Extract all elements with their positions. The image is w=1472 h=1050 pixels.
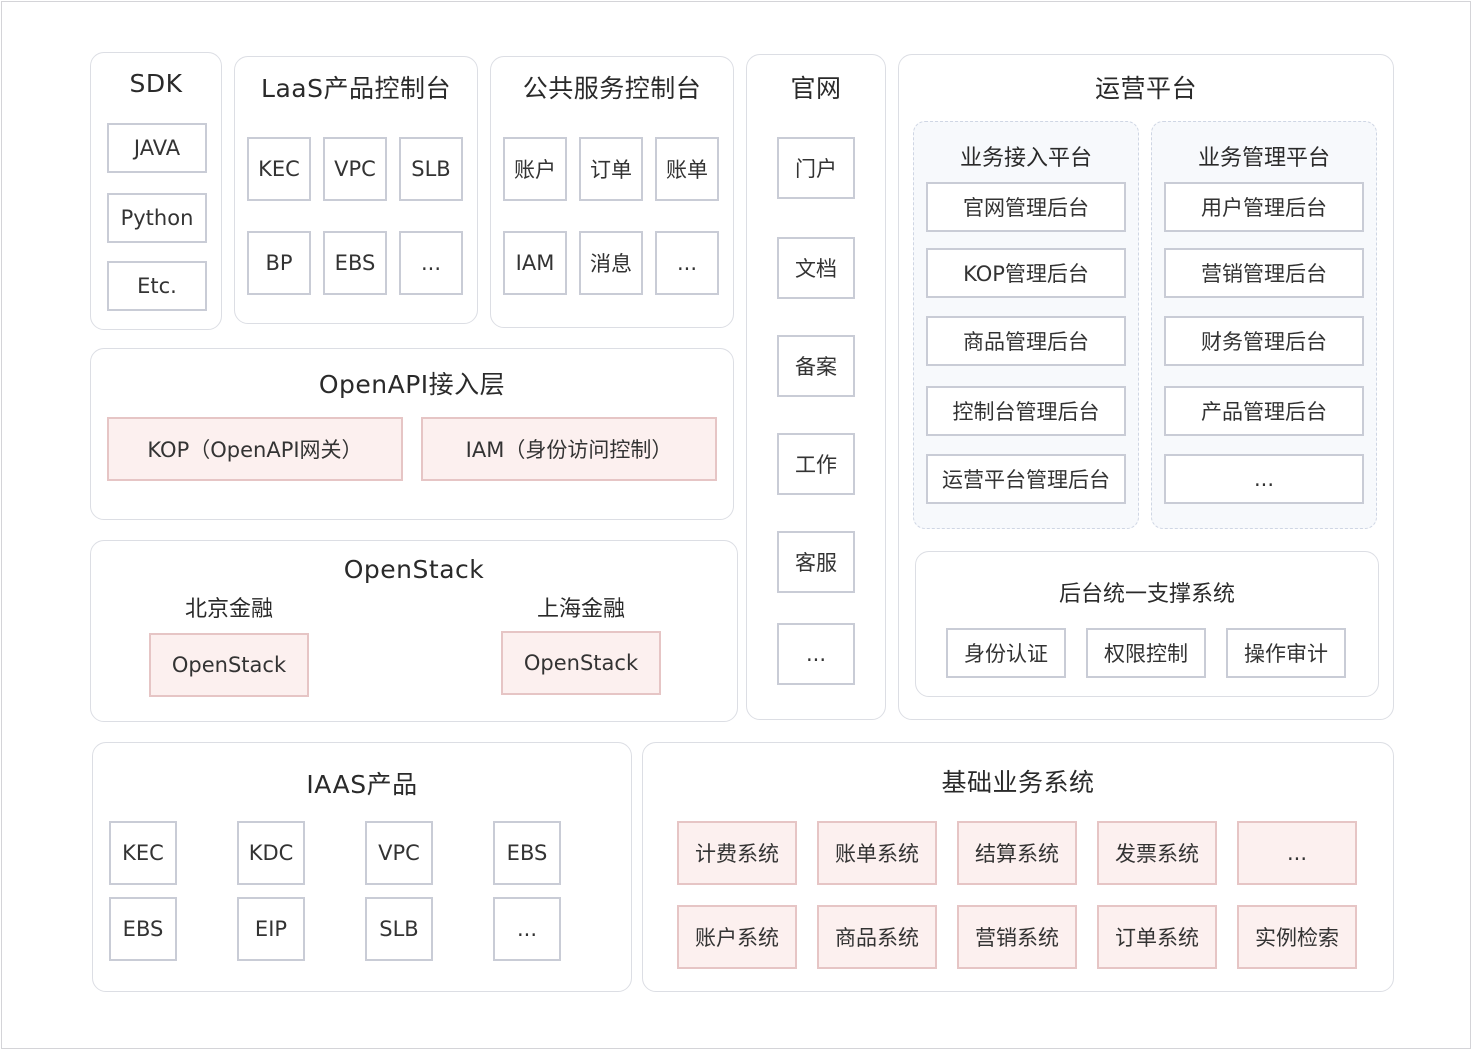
access-item-kop-admin: KOP管理后台 [926,248,1126,298]
website-panel: 官网 门户 文档 备案 工作 客服 ... [746,54,886,720]
website-item-filing: 备案 [777,335,855,397]
iaas-item-kec: KEC [109,821,177,885]
public-service-item-order: 订单 [579,137,643,201]
laas-console-title: LaaS产品控制台 [261,74,451,103]
support-item-permission: 权限控制 [1086,628,1206,678]
ops-platform-title: 运营平台 [1094,74,1197,103]
openapi-iam: IAM（身份访问控制） [421,417,717,481]
public-service-item-message: 消息 [579,231,643,295]
access-item-product-admin: 商品管理后台 [926,316,1126,366]
unified-support-system: 后台统一支撑系统 身份认证 权限控制 操作审计 [915,551,1379,697]
website-item-portal: 门户 [777,137,855,199]
business-management-platform: 业务管理平台 用户管理后台 营销管理后台 财务管理后台 产品管理后台 ... [1151,121,1377,529]
unified-support-title: 后台统一支撑系统 [1058,582,1235,607]
public-service-item-iam: IAM [503,231,567,295]
public-service-console-title: 公共服务控制台 [522,74,702,103]
sdk-title: SDK [129,69,183,98]
laas-item-slb: SLB [399,137,463,201]
management-item-finance-admin: 财务管理后台 [1164,316,1364,366]
openapi-kop-gateway: KOP（OpenAPI网关） [107,417,403,481]
iaas-item-more: ... [493,897,561,961]
base-item-order: 订单系统 [1097,905,1217,969]
laas-item-kec: KEC [247,137,311,201]
iaas-products-title: IAAS产品 [306,770,418,799]
iaas-products-panel: IAAS产品 KEC KDC VPC EBS EBS EIP SLB ... [92,742,632,992]
base-item-more: ... [1237,821,1357,885]
openstack-region-shanghai: 上海金融 [536,597,625,622]
openstack-panel: OpenStack 北京金融 OpenStack 上海金融 OpenStack [90,540,738,722]
sdk-panel: SDK JAVA Python Etc. [90,52,222,330]
base-item-marketing: 营销系统 [957,905,1077,969]
iaas-item-vpc: VPC [365,821,433,885]
support-item-authentication: 身份认证 [946,628,1066,678]
access-item-console-admin: 控制台管理后台 [926,386,1126,436]
management-item-user-admin: 用户管理后台 [1164,182,1364,232]
management-item-product-admin: 产品管理后台 [1164,386,1364,436]
sdk-item-etc: Etc. [107,261,207,311]
base-item-bill: 账单系统 [817,821,937,885]
sdk-item-python: Python [107,193,207,243]
laas-console-panel: LaaS产品控制台 KEC VPC SLB BP EBS ... [234,56,478,324]
laas-item-vpc: VPC [323,137,387,201]
base-item-account: 账户系统 [677,905,797,969]
business-management-title: 业务管理平台 [1197,146,1330,171]
openapi-layer-title: OpenAPI接入层 [318,370,506,399]
website-item-docs: 文档 [777,237,855,299]
base-item-settlement: 结算系统 [957,821,1077,885]
business-access-platform: 业务接入平台 官网管理后台 KOP管理后台 商品管理后台 控制台管理后台 运营平… [913,121,1139,529]
access-item-website-admin: 官网管理后台 [926,182,1126,232]
iaas-item-eip: EIP [237,897,305,961]
base-item-billing: 计费系统 [677,821,797,885]
website-title: 官网 [790,74,842,103]
laas-item-ebs: EBS [323,231,387,295]
openapi-layer-panel: OpenAPI接入层 KOP（OpenAPI网关） IAM（身份访问控制） [90,348,734,520]
base-item-product: 商品系统 [817,905,937,969]
management-item-marketing-admin: 营销管理后台 [1164,248,1364,298]
base-item-invoice: 发票系统 [1097,821,1217,885]
laas-item-more: ... [399,231,463,295]
base-business-title: 基础业务系统 [941,768,1095,797]
website-item-more: ... [777,623,855,685]
public-service-item-bill: 账单 [655,137,719,201]
business-access-title: 业务接入平台 [959,146,1092,171]
openstack-title: OpenStack [343,555,485,584]
ops-platform-panel: 运营平台 业务接入平台 官网管理后台 KOP管理后台 商品管理后台 控制台管理后… [898,54,1394,720]
base-business-panel: 基础业务系统 计费系统 账单系统 结算系统 发票系统 ... 账户系统 商品系统… [642,742,1394,992]
openstack-beijing-item: OpenStack [149,633,309,697]
support-item-audit: 操作审计 [1226,628,1346,678]
openstack-region-beijing: 北京金融 [184,597,273,622]
public-service-console-panel: 公共服务控制台 账户 订单 账单 IAM 消息 ... [490,56,734,328]
management-item-more: ... [1164,454,1364,504]
website-item-work: 工作 [777,433,855,495]
openstack-shanghai-item: OpenStack [501,631,661,695]
iaas-item-ebs-2: EBS [109,897,177,961]
base-item-instance-search: 实例检索 [1237,905,1357,969]
website-item-customer-service: 客服 [777,531,855,593]
iaas-item-ebs: EBS [493,821,561,885]
sdk-item-java: JAVA [107,123,207,173]
access-item-ops-admin: 运营平台管理后台 [926,454,1126,504]
iaas-item-kdc: KDC [237,821,305,885]
public-service-item-account: 账户 [503,137,567,201]
public-service-item-more: ... [655,231,719,295]
iaas-item-slb: SLB [365,897,433,961]
laas-item-bp: BP [247,231,311,295]
